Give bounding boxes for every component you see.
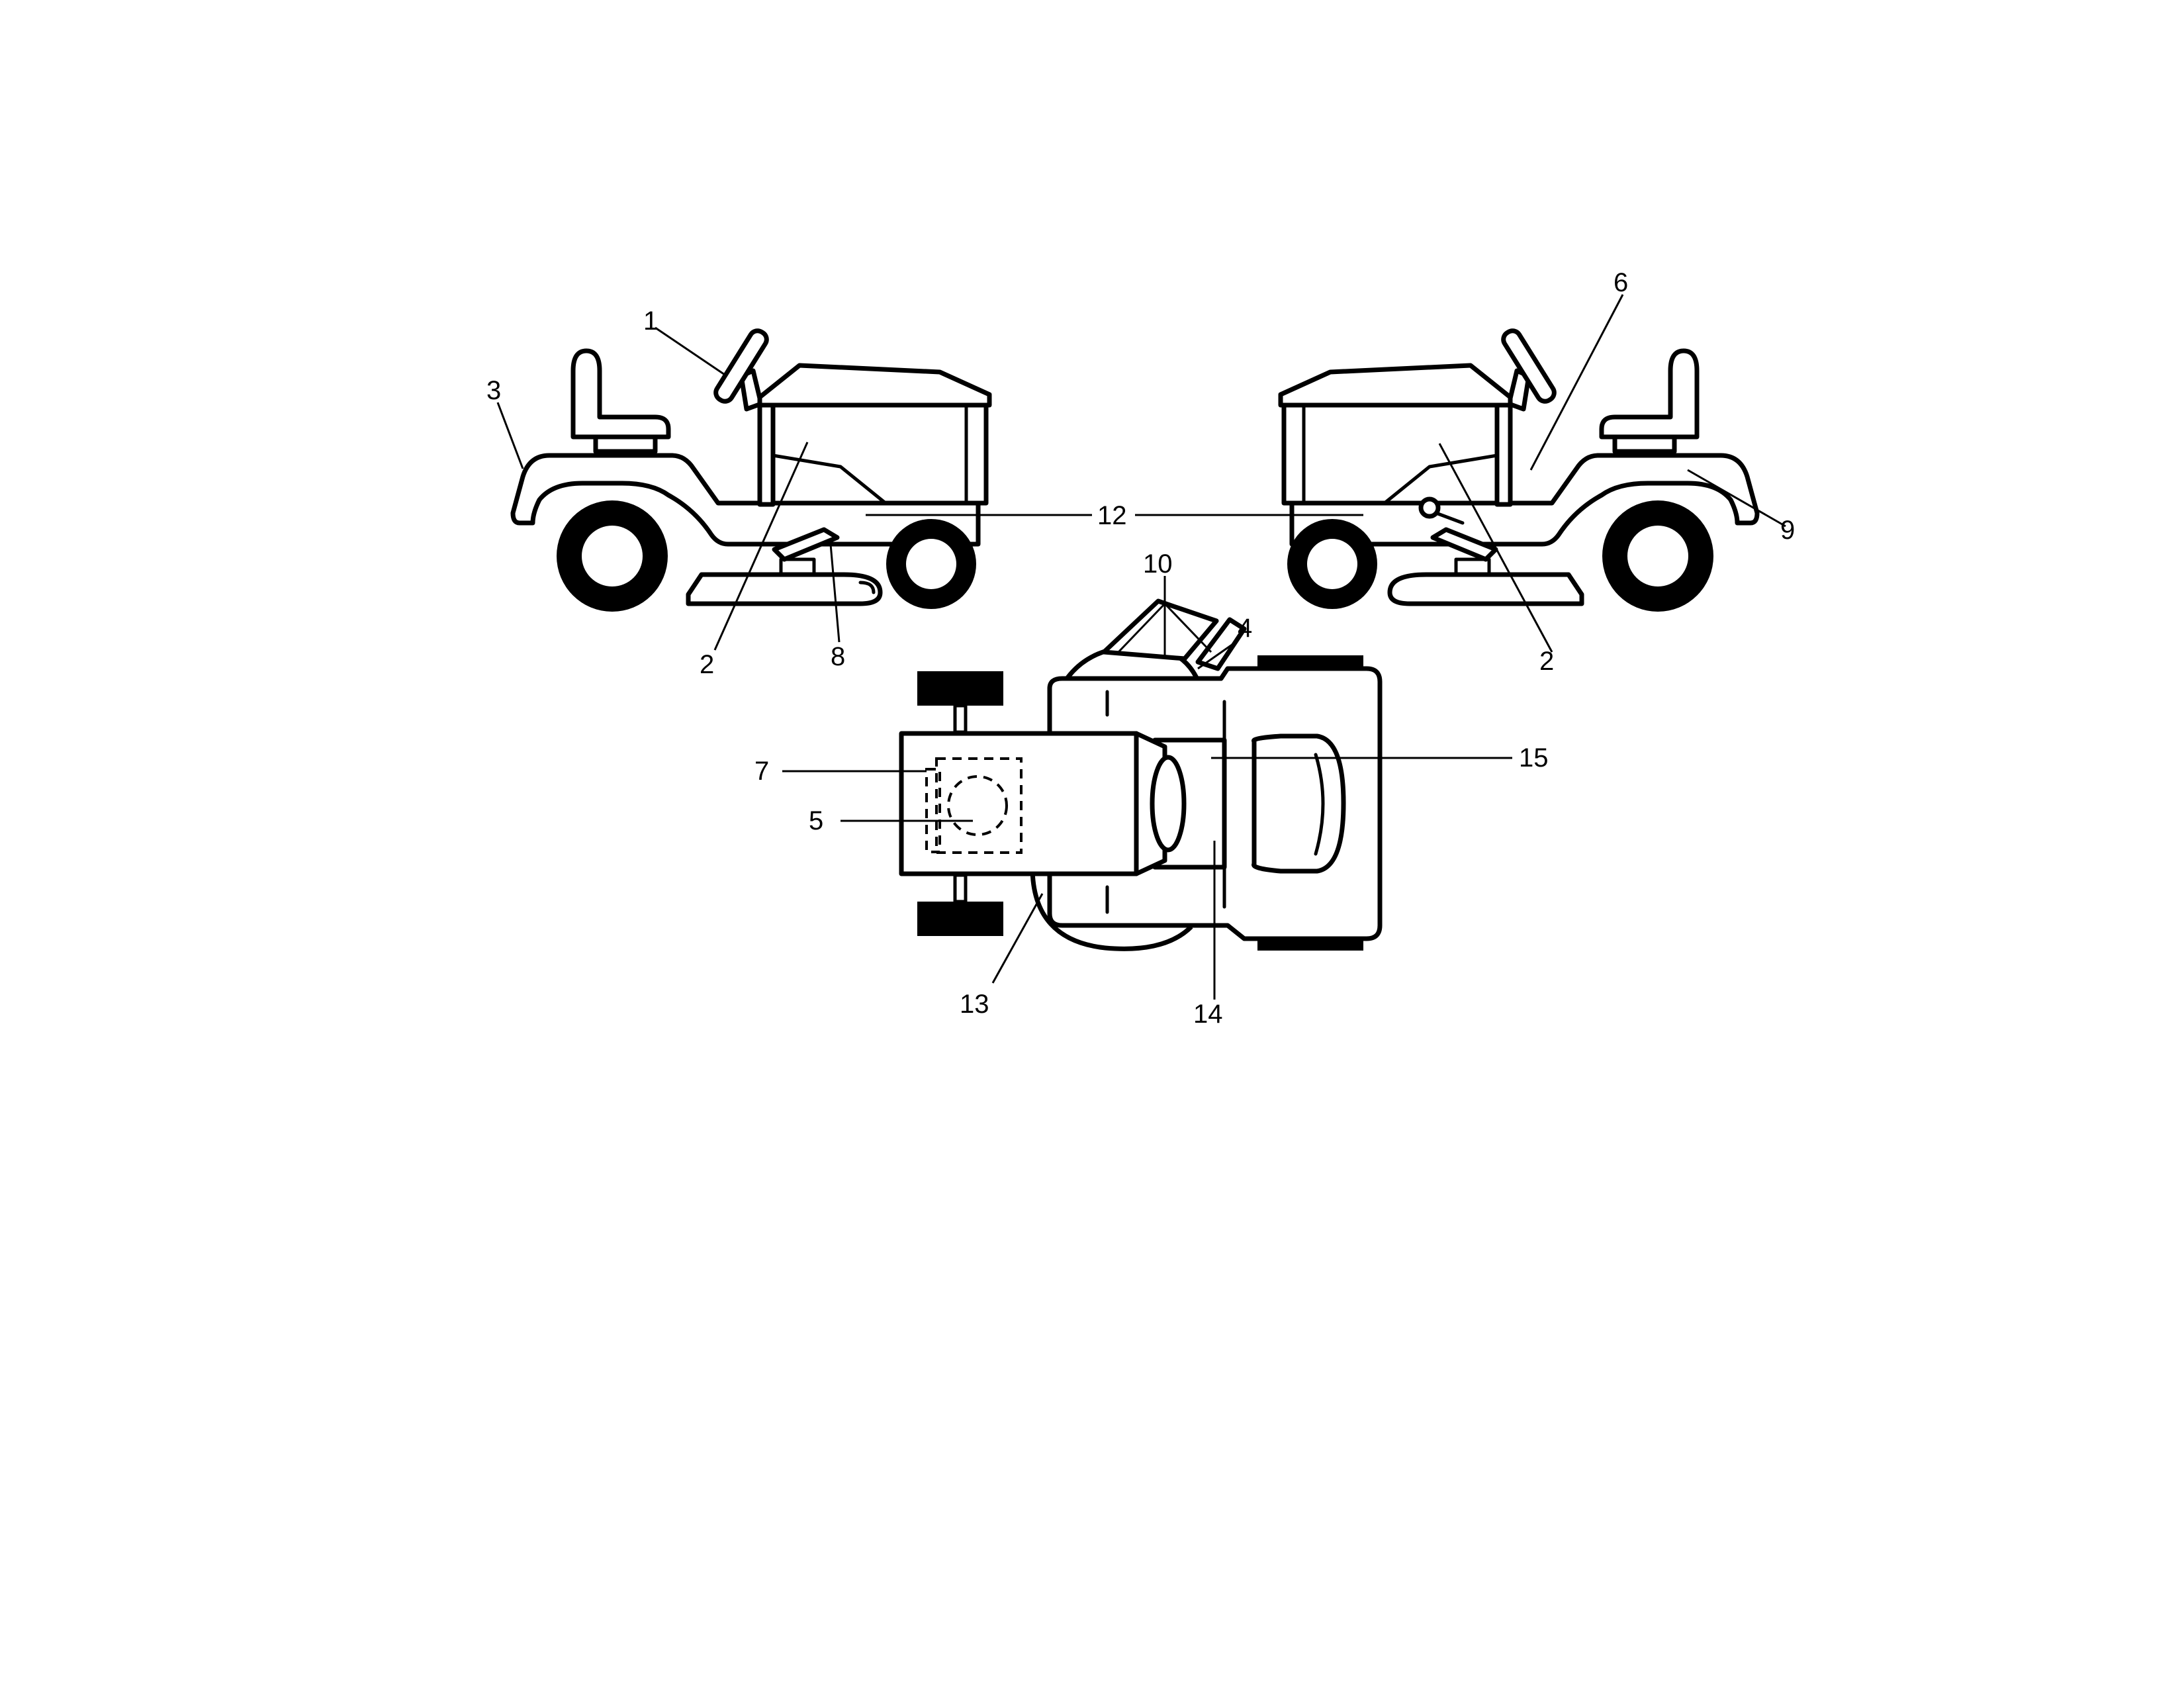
decal-area-7: [925, 768, 941, 853]
callout-3: 3: [486, 376, 501, 405]
decal-area-5: [935, 757, 1023, 854]
callout-4: 4: [1238, 614, 1252, 643]
callout-2-right: 2: [1539, 647, 1554, 676]
callout-7: 7: [754, 757, 769, 786]
callout-14: 14: [1193, 1000, 1223, 1029]
callout-1: 1: [643, 306, 658, 336]
callout-13: 13: [960, 990, 989, 1019]
callout-12: 12: [1097, 501, 1127, 530]
callout-5: 5: [809, 806, 823, 835]
callout-10: 10: [1143, 549, 1173, 579]
callout-9: 9: [1780, 516, 1795, 545]
callout-2-left: 2: [700, 650, 714, 679]
rear-tire-top: [917, 671, 1003, 706]
tractor-right-side-view: [1278, 328, 1760, 612]
tractor-top-view: [899, 598, 1383, 951]
tractor-left-side-view: [510, 328, 992, 612]
callout-labels: 1 3 2 8 12 6 9 2 10 4 7 5 15 13 14: [486, 268, 1795, 1029]
ignition-key-icon: [1418, 496, 1465, 525]
rear-tire-bottom: [917, 902, 1003, 936]
callout-6: 6: [1614, 268, 1628, 297]
callout-15: 15: [1519, 743, 1549, 773]
callout-8: 8: [831, 642, 845, 671]
leader-lines: [496, 294, 1786, 1000]
